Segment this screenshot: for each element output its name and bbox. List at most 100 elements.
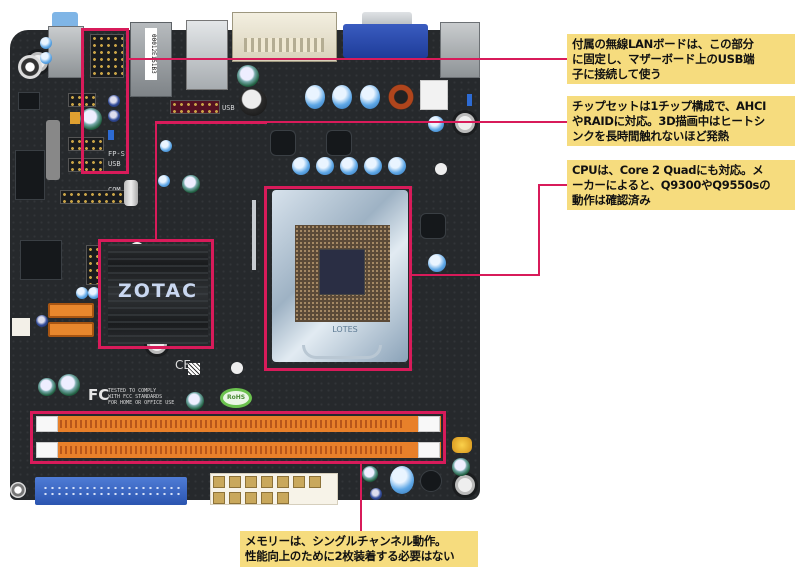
- capacitor: [388, 157, 406, 175]
- fcc-text: TESTED TO COMPLY WITH FCC STANDARDS FOR …: [108, 388, 175, 406]
- capacitor: [158, 175, 170, 187]
- pin-header: [86, 245, 100, 285]
- leader-line-chipset: [155, 121, 567, 123]
- capacitor: [88, 287, 100, 299]
- heatsink-fins: [108, 244, 208, 344]
- dimm-slot-2-pins: [60, 446, 405, 454]
- leader-line-memory: [360, 462, 362, 532]
- ce-mark: CE: [175, 358, 191, 372]
- leader-line-cpu-top: [538, 184, 568, 186]
- highlight-cpu-socket: [264, 186, 412, 371]
- capacitor: [428, 254, 446, 272]
- mounting-hole: [455, 475, 475, 495]
- capacitor: [340, 157, 358, 175]
- jumper: [108, 130, 114, 140]
- usb-header-red: [170, 100, 220, 114]
- fcc-logo: FC: [88, 386, 110, 404]
- dimm-slot-1-pins: [60, 420, 405, 428]
- com-header: [60, 190, 130, 204]
- fan-header: [12, 318, 30, 336]
- highlight-chipset: [98, 239, 214, 349]
- vga-port: [343, 24, 428, 58]
- callout-chipset: チップセットは1チップ構成で、AHCI やRAIDに対応。3D描画中はヒートシ …: [567, 96, 795, 146]
- dimm-latch: [418, 442, 440, 458]
- io-controller-chip: [20, 240, 62, 280]
- capacitor-large: [239, 88, 267, 116]
- capacitor: [40, 37, 52, 49]
- capacitor: [80, 108, 102, 130]
- qr-code: [188, 363, 200, 375]
- usb-port-stack: [186, 20, 228, 90]
- audio-jack-blue: [52, 12, 78, 30]
- silk-usb: USB: [108, 160, 121, 168]
- atx-24pin-connector: [210, 473, 338, 505]
- cpu-socket-center: [319, 249, 365, 295]
- atx-4pin-connector: [420, 80, 448, 110]
- leader-line-cpu-v: [538, 184, 540, 276]
- rohs-badge: RoHS: [220, 388, 252, 408]
- capacitor: [40, 52, 52, 64]
- inductor-yellow: [452, 437, 472, 453]
- sata-port-1: [48, 303, 94, 318]
- capacitor: [182, 175, 200, 193]
- capacitor: [186, 392, 204, 410]
- callout-wireless-lan: 付属の無線LANボードは、この部分 に固定し、マザーボード上のUSB端 子に接続…: [567, 34, 795, 84]
- dimm-latch: [418, 416, 440, 432]
- dvi-pins: [244, 38, 324, 52]
- usb-header: [68, 158, 104, 172]
- silk-usb-top: USB: [222, 104, 235, 112]
- capacitor: [237, 65, 259, 87]
- audio-codec-chip: [18, 92, 40, 110]
- capacitor: [362, 466, 378, 482]
- highlight-wlan-area: [81, 28, 129, 174]
- capacitor: [370, 488, 382, 500]
- usb-port-right: [440, 22, 480, 78]
- fp-header: [68, 137, 104, 151]
- capacitor: [364, 157, 382, 175]
- inductor-r63m: [420, 213, 446, 239]
- capacitor: [38, 378, 56, 396]
- audio-port-block: [48, 26, 84, 78]
- capacitor: [390, 466, 414, 494]
- audio-connector: [18, 55, 42, 79]
- chipset-leader-frame: [155, 121, 267, 241]
- mounting-hole: [10, 482, 26, 498]
- dimm-latch: [36, 416, 58, 432]
- capacitor: [305, 85, 325, 109]
- crystal: [124, 180, 138, 206]
- leader-line-wlan: [127, 58, 567, 60]
- capacitor: [316, 157, 334, 175]
- silk-fp: FP-S: [108, 150, 125, 158]
- capacitor: [36, 315, 48, 327]
- jumper: [467, 94, 472, 106]
- capacitor: [160, 140, 172, 152]
- socket-lever-arm: [252, 200, 256, 270]
- inductor: [388, 84, 414, 110]
- zotac-logo: ZOTAC: [117, 280, 199, 302]
- capacitor: [76, 287, 88, 299]
- sata-port-2: [48, 322, 94, 337]
- callout-cpu: CPUは、Core 2 Quadにも対応。メ ーカーによると、Q9300やQ95…: [567, 160, 795, 210]
- mounting-hole: [435, 163, 447, 175]
- capacitor: [58, 374, 80, 396]
- capacitor: [360, 85, 380, 109]
- dimm-latch: [36, 442, 58, 458]
- inductor-r63m: [326, 130, 352, 156]
- capacitor: [332, 85, 352, 109]
- callout-memory: メモリーは、シングルチャンネル動作。 性能向上のために2枚装着する必要はない: [240, 531, 478, 567]
- capacitor: [452, 458, 470, 476]
- highlight-memory: [30, 411, 446, 464]
- socket-brand: LOTES: [332, 325, 358, 334]
- wlan-usb-header: [90, 34, 124, 78]
- capacitor: [292, 157, 310, 175]
- wlan-serial-label: 00012E151B3: [145, 28, 157, 80]
- capacitor: [428, 116, 444, 132]
- component: [70, 112, 80, 124]
- leader-line-cpu-h: [410, 274, 540, 276]
- leader-line-chipset-v: [155, 121, 157, 241]
- mounting-hole: [455, 113, 475, 133]
- battery-holder: [46, 120, 60, 180]
- inductor: [420, 470, 442, 492]
- capacitor: [108, 110, 120, 122]
- mounting-hole: [231, 362, 243, 374]
